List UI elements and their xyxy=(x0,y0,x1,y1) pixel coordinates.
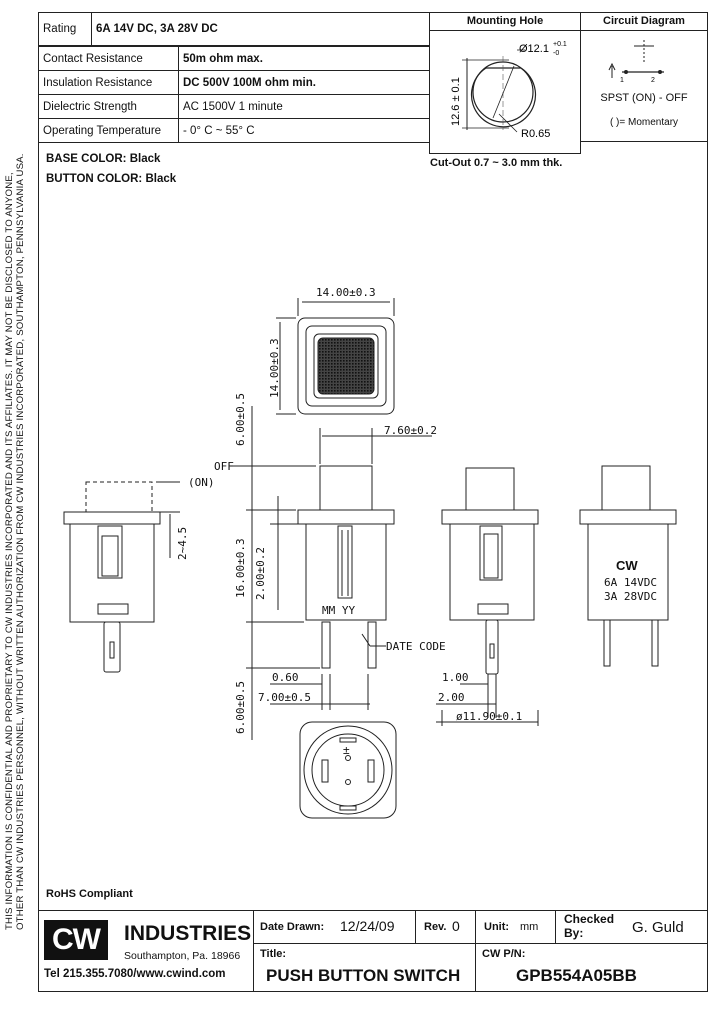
pin-2-label: 2 xyxy=(651,77,655,84)
pin-1-label: 1 xyxy=(620,77,624,84)
dim-terminal-width: 0.60 xyxy=(272,671,299,684)
title-value: PUSH BUTTON SWITCH xyxy=(266,966,461,985)
rev-cell: Rev. 0 xyxy=(416,910,476,944)
spec-row: Operating Temperature- 0° C ~ 55° C xyxy=(38,118,430,143)
date-code-label: DATE CODE xyxy=(386,640,446,653)
dim-body-diameter: ø11.90±0.1 xyxy=(456,710,522,723)
date-value: 12/24/09 xyxy=(340,918,395,934)
confidentiality-notice: THIS INFORMATION IS CONFIDENTIAL AND PRO… xyxy=(4,153,26,930)
side-rating-2: 3A 28VDC xyxy=(604,590,657,603)
spec-value: - 0° C ~ 55° C xyxy=(178,118,430,143)
mounting-radius-label: R0.65 xyxy=(521,128,550,140)
spec-label: Dielectric Strength xyxy=(38,94,179,119)
dim-button-height: 6.00±0.5 xyxy=(234,393,247,446)
mounting-tol-minus: -0 xyxy=(553,50,559,57)
circuit-note: ( )= Momentary xyxy=(609,117,679,128)
date-code-marking: MM YY xyxy=(322,604,355,617)
company-block: CW INDUSTRIES Southampton, Pa. 18966 Tel… xyxy=(38,910,254,992)
spec-label: Rating xyxy=(38,12,92,46)
mounting-height-label: 12.6 ± 0.1 xyxy=(450,77,462,126)
company-name: INDUSTRIES xyxy=(124,922,252,945)
cw-logo: CW xyxy=(44,920,108,960)
spec-label: Operating Temperature xyxy=(38,118,179,143)
mounting-diameter-label: Ø12.1 xyxy=(519,43,549,55)
side-rating-1: 6A 14VDC xyxy=(604,576,657,589)
dim-top-height: 14.00±0.3 xyxy=(268,338,281,398)
mounting-hole-header: Mounting Hole xyxy=(429,12,581,31)
dim-1-00: 1.00 xyxy=(442,671,469,684)
dim-terminal-length: 6.00±0.5 xyxy=(234,681,247,734)
cutout-note: Cut-Out 0.7 ~ 3.0 mm thk. xyxy=(430,157,563,169)
mounting-hole-title: Mounting Hole xyxy=(466,15,544,27)
circuit-symbol: 1 2 xyxy=(608,40,664,84)
checked-value: G. Guld xyxy=(632,919,684,936)
unit-value: mm xyxy=(520,921,539,933)
circuit-diagram-box xyxy=(580,12,708,142)
title-block-row-1 xyxy=(254,910,708,944)
base-color: BASE COLOR: Black xyxy=(46,153,161,165)
title-cell: Title: PUSH BUTTON SWITCH xyxy=(254,944,476,992)
dim-top-width: 14.00±0.3 xyxy=(316,286,376,299)
spec-label: Contact Resistance xyxy=(38,46,179,71)
spec-value: 50m ohm max. xyxy=(178,46,430,71)
company-address: Southampton, Pa. 18966 xyxy=(124,950,241,962)
confidentiality-line-2: OTHER THAN CW INDUSTRIES PERSONNEL, WITH… xyxy=(15,153,26,930)
confidentiality-line-1: THIS INFORMATION IS CONFIDENTIAL AND PRO… xyxy=(4,172,15,930)
plus-mark: ± xyxy=(343,743,350,757)
on-label: (ON) xyxy=(188,476,215,489)
spec-table: Rating 6A 14V DC, 3A 28V DC xyxy=(38,12,430,46)
side-logo: CW xyxy=(616,558,638,573)
company-contact: Tel 215.355.7080/www.cwind.com xyxy=(44,968,226,980)
circuit-diagram-title: Circuit Diagram xyxy=(603,15,685,27)
dim-flange: 2.00±0.2 xyxy=(254,547,267,600)
dim-terminal-spacing: 7.00±0.5 xyxy=(258,691,311,704)
switch-drawings: 14.00±0.3 14.00±0.3 7.60±0.2 6.00±0.5 OF… xyxy=(63,286,677,819)
spec-label: Insulation Resistance xyxy=(38,70,179,95)
title-label: Title: xyxy=(260,948,287,960)
mounting-tol-plus: +0.1 xyxy=(553,41,567,48)
dim-travel: 2~4.5 xyxy=(176,527,189,560)
off-label: OFF xyxy=(214,460,234,473)
button-color: BUTTON COLOR: Black xyxy=(46,173,177,185)
part-number-cell: CW P/N: GPB554A05BB xyxy=(476,944,708,992)
pn-label: CW P/N: xyxy=(482,948,526,960)
mounting-hole-diagram: 12.6 ± 0.1 Ø12.1 +0.1 -0 R0.65 xyxy=(450,41,567,140)
dim-button-width: 7.60±0.2 xyxy=(384,424,437,437)
pn-value: GPB554A05BB xyxy=(516,966,637,985)
rev-value: 0 xyxy=(452,918,460,934)
date-cell: Date Drawn: 12/24/09 xyxy=(254,910,416,944)
unit-cell: Unit: mm xyxy=(476,910,556,944)
spec-value: AC 1500V 1 minute xyxy=(178,94,430,119)
dim-body-height: 16.00±0.3 xyxy=(234,538,247,598)
unit-label: Unit: xyxy=(484,921,510,933)
checked-label-1: Checked xyxy=(564,912,615,926)
circuit-type: SPST (ON) - OFF xyxy=(600,92,688,104)
dim-2-00: 2.00 xyxy=(438,691,465,704)
rev-label: Rev. xyxy=(424,921,447,933)
date-label: Date Drawn: xyxy=(260,921,325,933)
title-block xyxy=(38,910,708,992)
checked-label-2: By: xyxy=(564,926,584,940)
checked-cell: Checked By: G. Guld xyxy=(556,910,708,944)
circuit-diagram-header: Circuit Diagram xyxy=(580,12,708,31)
spec-value: DC 500V 100M ohm min. xyxy=(178,70,430,95)
rohs-note: RoHS Compliant xyxy=(46,888,133,900)
spec-row-rating: Rating 6A 14V DC, 3A 28V DC xyxy=(38,12,430,46)
spec-value: 6A 14V DC, 3A 28V DC xyxy=(91,12,430,46)
